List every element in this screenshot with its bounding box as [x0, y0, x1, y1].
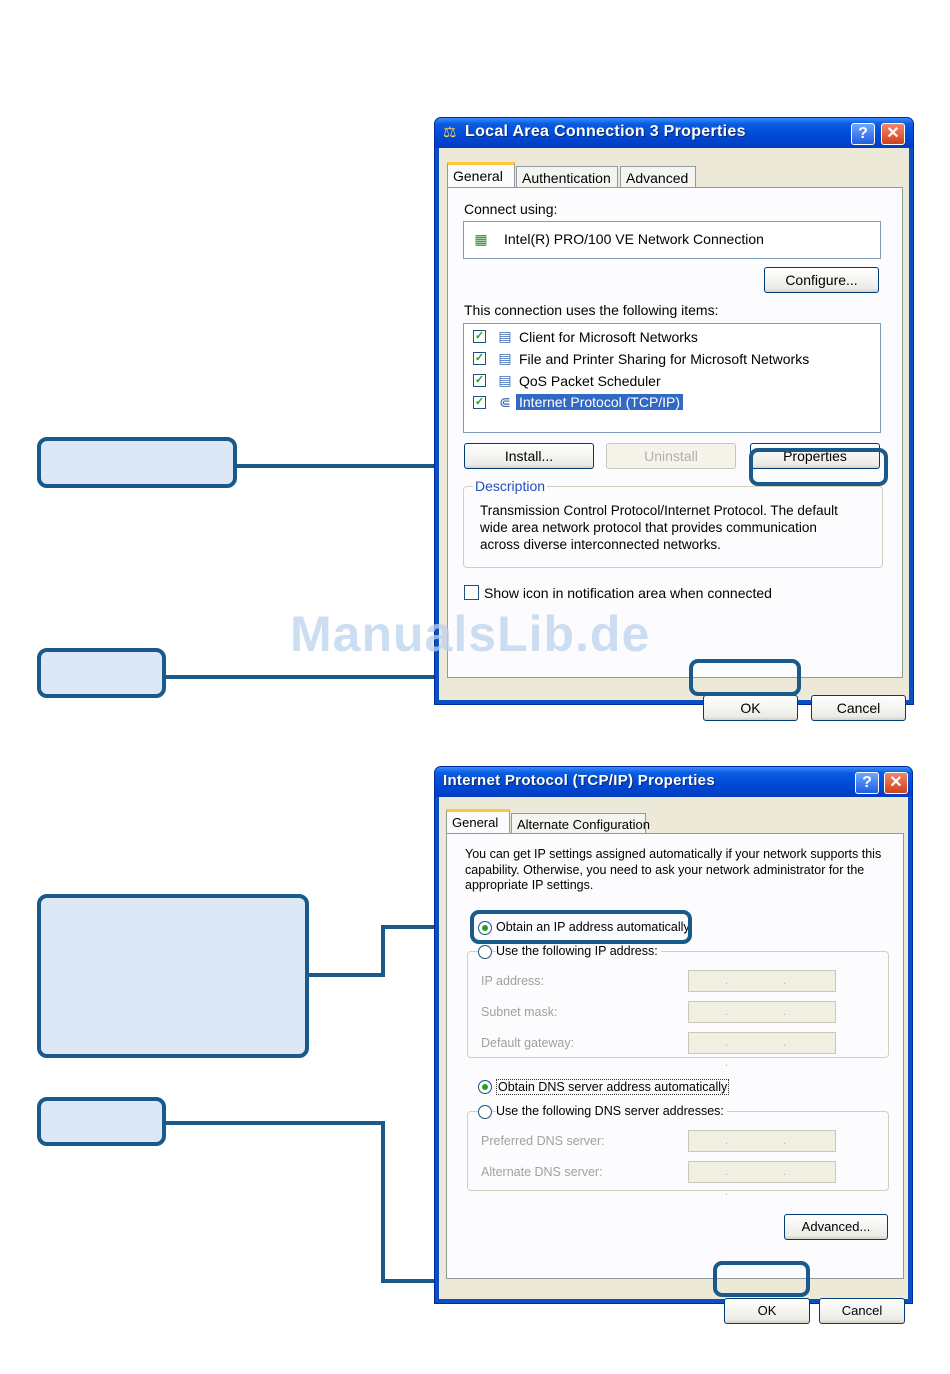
- item-checkbox-file-sharing[interactable]: ✓: [473, 352, 486, 365]
- connector-line-obtain-ip-c: [381, 925, 473, 929]
- configure-button[interactable]: Configure...: [764, 267, 879, 293]
- alternate-dns-label: Alternate DNS server:: [481, 1165, 603, 1179]
- cancel-button-2[interactable]: Cancel: [819, 1298, 905, 1324]
- items-list[interactable]: ✓ ▤ Client for Microsoft Networks ✓ ▤ Fi…: [463, 323, 881, 433]
- connect-using-label: Connect using:: [464, 201, 558, 217]
- ip-address-label: IP address:: [481, 974, 545, 988]
- subnet-mask-label: Subnet mask:: [481, 1005, 558, 1019]
- intro-text: You can get IP settings assigned automat…: [465, 847, 882, 892]
- tab-advanced[interactable]: Advanced: [620, 166, 696, 188]
- item-checkbox-qos[interactable]: ✓: [473, 374, 486, 387]
- network-client-icon: ▤: [498, 328, 512, 344]
- use-ip-label[interactable]: Use the following IP address:: [496, 944, 661, 958]
- dialog-lan-properties: ⚖ Local Area Connection 3 Properties ? ✕…: [434, 117, 914, 721]
- dialog-tcpip-title: Internet Protocol (TCP/IP) Properties: [443, 772, 715, 789]
- highlight-obtain-ip: [470, 910, 692, 944]
- qos-icon: ▤: [498, 372, 512, 388]
- obtain-dns-radio[interactable]: [478, 1080, 492, 1094]
- tab-general[interactable]: General: [447, 162, 515, 187]
- adapter-field: ▦ Intel(R) PRO/100 VE Network Connection: [463, 221, 881, 259]
- tab-panel-general: Connect using: ▦ Intel(R) PRO/100 VE Net…: [447, 187, 903, 678]
- subnet-mask-field: . . .: [688, 1001, 836, 1038]
- item-label-client[interactable]: Client for Microsoft Networks: [519, 329, 698, 345]
- network-connection-icon: ⚖: [443, 124, 457, 141]
- connector-line-obtain-ip-b: [381, 925, 385, 977]
- dialog-tcpip-titlebar[interactable]: Internet Protocol (TCP/IP) Properties ? …: [435, 767, 912, 797]
- preferred-dns-label: Preferred DNS server:: [481, 1134, 605, 1148]
- tab-alternate-configuration[interactable]: Alternate Configuration: [511, 813, 650, 835]
- cancel-button-1[interactable]: Cancel: [811, 695, 906, 721]
- dialog-lan-titlebar[interactable]: ⚖ Local Area Connection 3 Properties ? ✕: [435, 118, 913, 148]
- static-ip-group: [467, 951, 889, 1058]
- callout-box-properties: [37, 437, 237, 488]
- use-ip-radio[interactable]: [478, 945, 492, 959]
- obtain-dns-label[interactable]: Obtain DNS server address automatically: [496, 1079, 730, 1095]
- network-adapter-icon: ▦: [474, 231, 488, 247]
- default-gateway-field: . . .: [688, 1032, 836, 1069]
- alternate-dns-field: . . .: [688, 1161, 836, 1198]
- highlight-ok-2: [713, 1261, 810, 1297]
- tcpip-icon: ⋐: [499, 394, 511, 410]
- uninstall-button: Uninstall: [606, 443, 736, 469]
- advanced-button[interactable]: Advanced...: [784, 1214, 888, 1240]
- show-icon-label[interactable]: Show icon in notification area when conn…: [484, 585, 772, 601]
- dialog-tcpip-properties: Internet Protocol (TCP/IP) Properties ? …: [434, 766, 913, 1324]
- printer-sharing-icon: ▤: [498, 350, 512, 366]
- callout-box-obtain-ip: [37, 894, 309, 1058]
- item-label-qos[interactable]: QoS Packet Scheduler: [519, 373, 661, 389]
- dialog-lan-title: Local Area Connection 3 Properties: [465, 123, 746, 140]
- show-icon-checkbox[interactable]: [464, 585, 479, 600]
- watermark: ManualsLib.de: [290, 606, 651, 662]
- items-label: This connection uses the following items…: [464, 302, 719, 318]
- use-dns-radio[interactable]: [478, 1105, 492, 1119]
- item-checkbox-client[interactable]: ✓: [473, 330, 486, 343]
- help-icon[interactable]: ?: [855, 772, 879, 794]
- close-icon[interactable]: ✕: [881, 123, 905, 145]
- item-label-tcpip[interactable]: Internet Protocol (TCP/IP): [516, 394, 684, 410]
- ok-button-2[interactable]: OK: [724, 1298, 810, 1324]
- obtain-ip-radio[interactable]: [478, 921, 492, 935]
- callout-box-ok-2: [37, 1097, 166, 1146]
- preferred-dns-field: . . .: [688, 1130, 836, 1167]
- tab-authentication[interactable]: Authentication: [516, 166, 618, 188]
- description-text: Transmission Control Protocol/Internet P…: [480, 503, 838, 552]
- dialog-tcpip-client: General Alternate Configuration You can …: [439, 797, 908, 1324]
- connector-line-obtain-ip-a: [309, 973, 385, 977]
- tab-panel-general-2: You can get IP settings assigned automat…: [446, 833, 904, 1279]
- close-icon[interactable]: ✕: [884, 772, 908, 794]
- highlight-properties: [749, 448, 888, 486]
- ip-address-field: . . .: [688, 970, 836, 1007]
- help-icon[interactable]: ?: [851, 123, 875, 145]
- tab-general-2[interactable]: General: [446, 809, 510, 834]
- description-group: [463, 486, 883, 568]
- item-label-file-sharing[interactable]: File and Printer Sharing for Microsoft N…: [519, 351, 810, 367]
- connector-line-ok-2-b: [381, 1121, 385, 1283]
- callout-box-ok-1: [37, 648, 166, 698]
- use-dns-label[interactable]: Use the following DNS server addresses:: [496, 1104, 727, 1118]
- ok-button-1[interactable]: OK: [703, 695, 798, 721]
- default-gateway-label: Default gateway:: [481, 1036, 575, 1050]
- item-checkbox-tcpip[interactable]: ✓: [473, 396, 486, 409]
- obtain-ip-label[interactable]: Obtain an IP address automatically: [496, 920, 690, 934]
- connector-line-ok-1: [166, 675, 692, 679]
- adapter-name: Intel(R) PRO/100 VE Network Connection: [504, 231, 764, 247]
- dialog-lan-client: General Authentication Advanced Connect …: [439, 148, 909, 721]
- description-legend: Description: [473, 478, 548, 494]
- highlight-ok-1: [689, 659, 801, 696]
- install-button[interactable]: Install...: [464, 443, 594, 469]
- properties-button[interactable]: Properties: [750, 443, 880, 469]
- connector-line-ok-2-a: [166, 1121, 385, 1125]
